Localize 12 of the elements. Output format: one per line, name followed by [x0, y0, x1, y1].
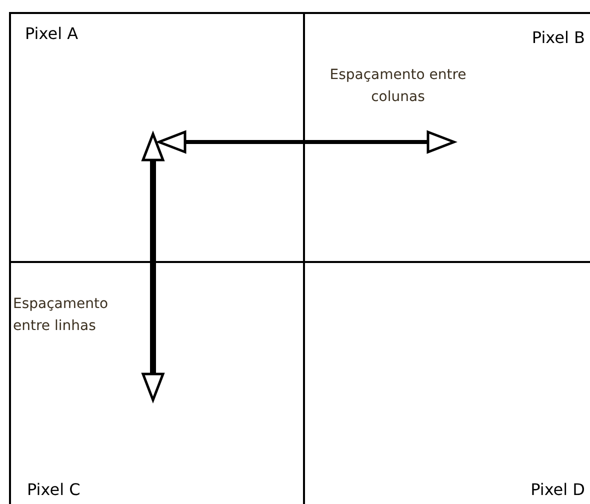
pixel-cell [9, 12, 306, 264]
pixel-cell [303, 261, 590, 504]
double-arrow [158, 130, 456, 154]
dimension-label: Espaçamento entre linhas [13, 295, 109, 336]
pixel-label: Pixel C [27, 480, 80, 499]
pixel-cell [9, 261, 306, 504]
dimension-label: Espaçamento entre colunas [328, 66, 468, 107]
pixel-cell [303, 12, 590, 264]
pixel-label: Pixel D [530, 480, 585, 499]
pixel-label: Pixel A [25, 24, 78, 43]
double-arrow [142, 132, 164, 402]
pixel-label: Pixel B [532, 28, 585, 47]
